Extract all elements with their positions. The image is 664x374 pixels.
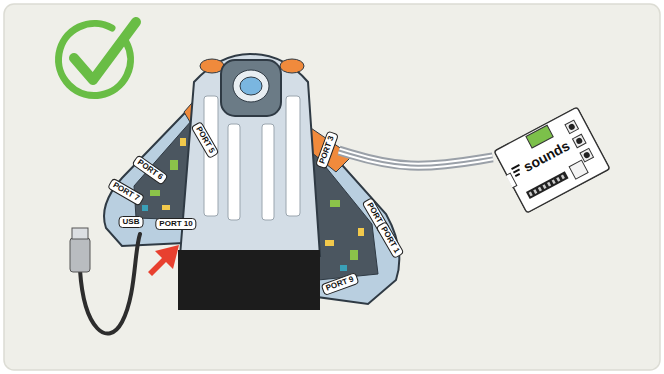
port-tag: USB: [119, 216, 144, 228]
pointer-arrow: [148, 245, 179, 276]
ribbon-stripe: [339, 151, 493, 166]
ribbon-cable: [339, 151, 493, 166]
port-label: PORT 10: [159, 219, 192, 228]
port-label: USB: [123, 217, 140, 226]
port-tag: PORT 10: [155, 218, 196, 230]
rocket-board: [104, 54, 399, 310]
usb-cable: [70, 228, 140, 334]
background-panel: [4, 4, 660, 370]
check-mark: [59, 22, 136, 95]
ribbon-stripe: [339, 151, 493, 166]
ribbon-cable-group: [339, 151, 493, 166]
